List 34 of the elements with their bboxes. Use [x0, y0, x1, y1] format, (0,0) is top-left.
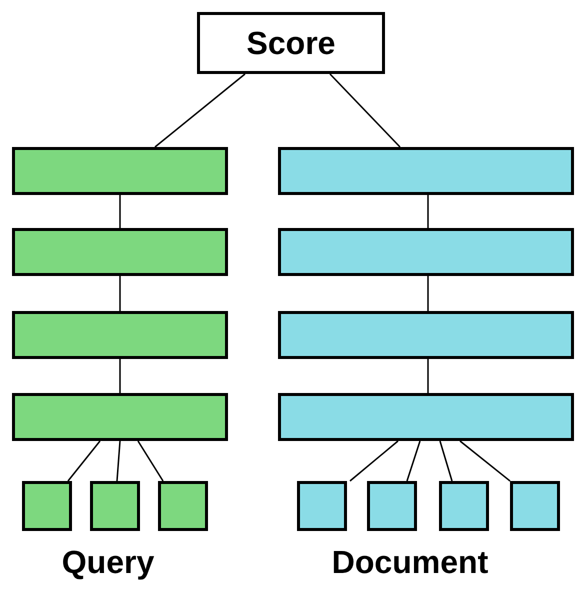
input-square: [439, 481, 489, 531]
layer-bar: [12, 228, 228, 276]
layer-bar: [12, 311, 228, 359]
node-label: Score: [246, 27, 336, 59]
input-square: [297, 481, 347, 531]
connector-line: [67, 440, 101, 482]
connector-line: [427, 276, 429, 311]
connector-line: [329, 73, 401, 148]
input-square: [158, 481, 208, 531]
connector-line: [119, 276, 121, 311]
connector-line: [460, 440, 510, 482]
layer-bar: [278, 393, 574, 441]
score-box: [197, 12, 385, 74]
input-square: [22, 481, 72, 531]
connector-line: [116, 440, 121, 482]
connector-line: [154, 73, 246, 148]
layer-bar: [278, 147, 574, 195]
connector-line: [406, 440, 421, 482]
connector-line: [427, 195, 429, 228]
connector-line: [137, 440, 164, 482]
layer-bar: [278, 228, 574, 276]
connector-line: [119, 195, 121, 228]
input-square: [90, 481, 140, 531]
connector-line: [439, 440, 453, 482]
input-square: [367, 481, 417, 531]
connector-line: [427, 359, 429, 393]
group-label: Document: [330, 546, 490, 578]
connector-line: [119, 359, 121, 393]
connector-line: [350, 440, 398, 482]
layer-bar: [12, 147, 228, 195]
layer-bar: [12, 393, 228, 441]
group-label: Query: [60, 546, 156, 578]
input-square: [510, 481, 560, 531]
layer-bar: [278, 311, 574, 359]
